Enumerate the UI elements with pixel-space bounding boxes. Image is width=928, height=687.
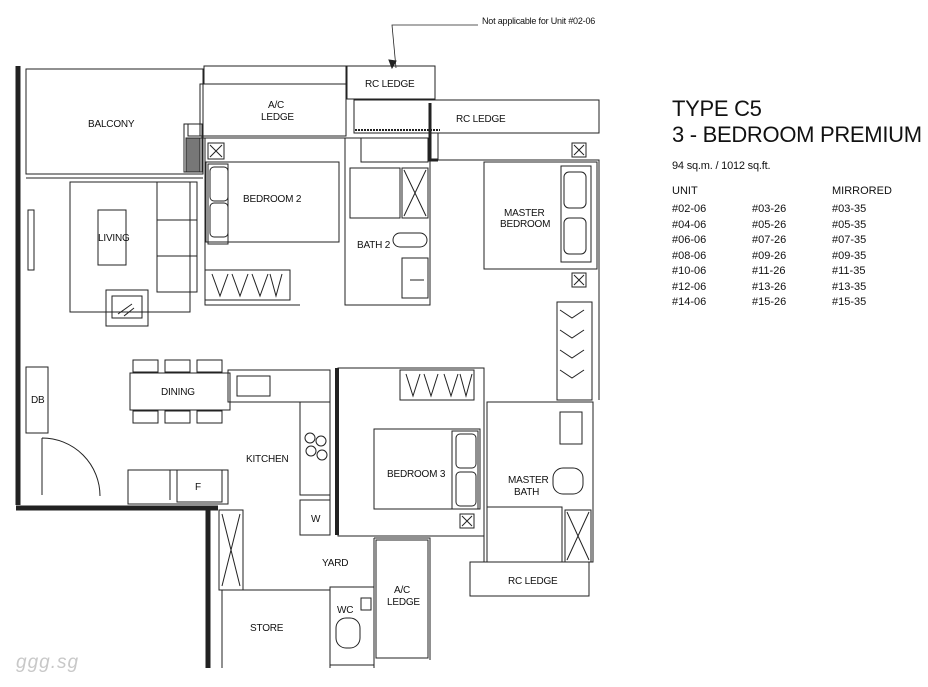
- room-bedroom2: BEDROOM 2: [243, 194, 302, 205]
- cell-unit: #07-26: [752, 234, 787, 246]
- cell-unit: #14-06: [672, 296, 707, 308]
- room-bath2: BATH 2: [357, 240, 391, 251]
- room-balcony: BALCONY: [88, 119, 135, 130]
- cell-unit: #02-06: [672, 203, 707, 215]
- cell-unit: #15-26: [752, 296, 787, 308]
- room-rc-ledge-2: RC LEDGE: [456, 114, 506, 125]
- cell-mirrored: #13-35: [832, 280, 867, 293]
- cell-unit: #08-06: [672, 249, 707, 262]
- cell-mirrored: #09-35: [832, 249, 867, 262]
- cell-unit: #05-26: [752, 218, 787, 231]
- unit-type-title: TYPE C5: [672, 96, 762, 121]
- cell-mirrored: #07-35: [832, 234, 867, 246]
- note-not-applicable: Not applicable for Unit #02-06: [482, 16, 596, 26]
- room-living: LIVING: [98, 233, 130, 244]
- room-rc-ledge-top: RC LEDGE: [365, 79, 415, 90]
- room-rc-ledge-bottom: RC LEDGE: [508, 576, 558, 587]
- header-unit: UNIT: [672, 185, 698, 197]
- table-row: #06-06 #07-26 #07-35: [672, 234, 922, 250]
- cell-mirrored: #15-35: [832, 296, 867, 308]
- room-master-bath: MASTER: [508, 475, 548, 486]
- table-row: #12-06 #13-26 #13-35: [672, 281, 922, 297]
- room-dining: DINING: [161, 387, 195, 398]
- room-ac-ledge-1b: LEDGE: [261, 112, 294, 123]
- room-ac-ledge-2: A/C: [394, 585, 410, 596]
- cell-unit: #03-26: [752, 203, 787, 215]
- table-row: #02-06 #03-26 #03-35: [672, 203, 922, 219]
- cell-mirrored: #11-35: [832, 265, 866, 277]
- room-master-bedroom: MASTER: [504, 208, 544, 219]
- room-ac-ledge-2b: LEDGE: [387, 597, 420, 608]
- room-ac-ledge-1: A/C: [268, 100, 284, 111]
- unit-type-subtitle: 3 - BEDROOM PREMIUM: [672, 122, 922, 147]
- header-mirrored: MIRRORED: [832, 185, 892, 197]
- room-bedroom3: BEDROOM 3: [387, 469, 446, 480]
- room-store: STORE: [250, 623, 284, 634]
- cell-unit: #12-06: [672, 280, 707, 293]
- cell-unit: #11-26: [752, 265, 786, 277]
- table-row: #14-06 #15-26 #15-35: [672, 296, 922, 312]
- unit-area: 94 sq.m. / 1012 sq.ft.: [672, 160, 771, 172]
- table-header: UNIT MIRRORED: [672, 185, 922, 201]
- cell-mirrored: #03-35: [832, 203, 867, 215]
- unit-info-panel: TYPE C5 3 - BEDROOM PREMIUM 94 sq.m. / 1…: [672, 96, 922, 312]
- room-db: DB: [31, 395, 45, 406]
- room-master-bedroom-b: BEDROOM: [500, 219, 550, 230]
- cell-unit: #04-06: [672, 218, 707, 231]
- cell-unit: #09-26: [752, 249, 787, 262]
- table-row: #08-06 #09-26 #09-35: [672, 250, 922, 266]
- cell-unit: #10-06: [672, 265, 707, 277]
- cell-unit: #13-26: [752, 280, 787, 293]
- table-row: #10-06 #11-26 #11-35: [672, 265, 922, 281]
- room-kitchen: KITCHEN: [246, 454, 289, 465]
- table-row: #04-06 #05-26 #05-35: [672, 219, 922, 235]
- room-wc: WC: [337, 605, 353, 616]
- room-master-bath-b: BATH: [514, 487, 539, 498]
- cell-mirrored: #05-35: [832, 218, 867, 231]
- room-washer: W: [311, 514, 321, 525]
- cell-unit: #06-06: [672, 234, 707, 246]
- watermark: ggg.sg: [16, 652, 80, 673]
- room-fridge: F: [195, 482, 201, 493]
- room-yard: YARD: [322, 558, 348, 569]
- unit-table: #02-06 #03-26 #03-35 #04-06 #05-26 #05-35 #0…: [672, 203, 922, 312]
